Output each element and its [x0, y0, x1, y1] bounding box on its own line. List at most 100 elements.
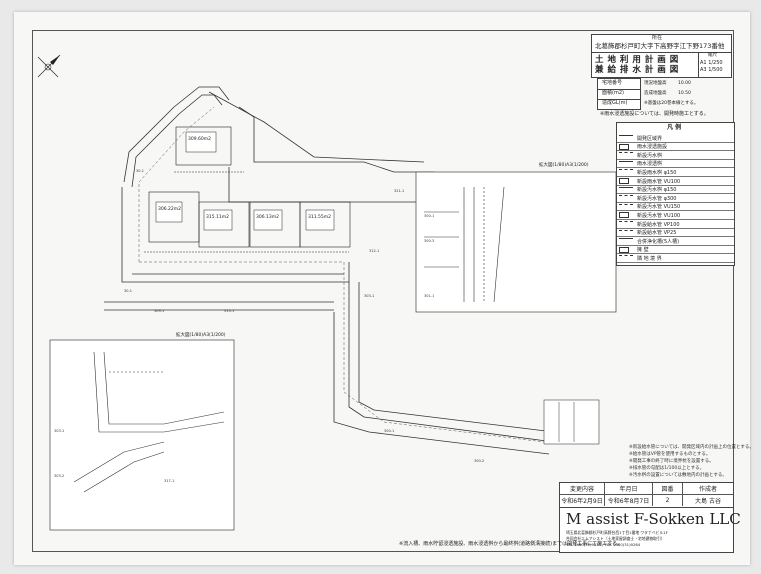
scale-a3: A3 1/500: [700, 67, 723, 73]
legend-symbol-icon: [619, 169, 633, 174]
legend-item: 新設汚水管 φ300: [617, 193, 734, 203]
legend-item-label: 合併浄化槽(5人槽): [637, 238, 680, 245]
legend-item-label: 隣 地 境 界: [637, 255, 662, 262]
lot-number-label: 宅地番号: [602, 80, 623, 86]
legend-item: 新設汚水管 VU150: [617, 202, 734, 212]
company-address-2: 合同会社エムアシスト（土地家屋調査士・宅地建物取引）: [566, 536, 665, 541]
legend-item-label: 新設汚水桝 φ150: [637, 187, 677, 194]
company-tel: TEL 0480(31)9255 / FAX 0480(31)9264: [566, 542, 641, 547]
rev-header-author: 作成者: [698, 486, 717, 493]
legend-item: 新設雨水管 VU100: [617, 176, 734, 186]
legend-item: 新設雨水桝 φ150: [617, 167, 734, 177]
location-text: 北葛飾郡杉戸町大字下高野字江下野173番他: [595, 42, 725, 50]
rev-header-no: 図番: [653, 483, 683, 494]
finish-gl-label: 造成地盤高: [644, 91, 667, 96]
rev-header-date: 年月日: [605, 483, 653, 494]
remark-line: ※開発工事の終了時に境界杭を設置する。: [629, 459, 714, 464]
legend-item: 隣 地 境 界: [617, 253, 734, 263]
legend-item-label: 擁 壁: [637, 247, 649, 254]
legend-item-label: 新設汚水管 VU100: [637, 212, 681, 219]
legend-item: 新設汚水桝 φ150: [617, 185, 734, 195]
area-label: 面積(m2): [602, 90, 624, 96]
left-inset-label: 拡大図(1/80)A3(1/200): [176, 333, 226, 338]
company-block: M assist F-Sokken LLC 埼玉県北葛飾郡杉戸町高野台西1丁目1…: [559, 507, 741, 553]
legend-symbol-icon: [619, 203, 633, 209]
site-plan-drawing: 30-1 30-1 309-1 313-1 303-1 300-1 300-2 …: [37, 54, 617, 531]
svg-text:321-1: 321-1: [394, 189, 404, 193]
legend-item-label: 新設汚水桝: [637, 152, 663, 159]
legend-symbol-icon: [619, 246, 629, 253]
svg-text:313-1: 313-1: [224, 309, 234, 313]
legend-item-label: 新設汚水管 φ300: [637, 195, 677, 202]
svg-text:301-1: 301-1: [424, 294, 434, 298]
rev-sheet-no: 2: [653, 495, 683, 506]
scale-header: 縮尺: [708, 53, 717, 58]
svg-text:303-1: 303-1: [364, 294, 374, 298]
lot-5-area: 311.55m2: [308, 215, 331, 220]
company-name: M assist F-Sokken LLC: [566, 510, 741, 528]
legend-symbol-icon: [619, 135, 633, 140]
svg-text:303-2: 303-2: [54, 474, 64, 478]
svg-text:312-1: 312-1: [369, 249, 379, 253]
rev-created-date: 令和6年2月9日: [560, 495, 605, 506]
legend-symbol-icon: [619, 229, 633, 235]
drawing-frame: [32, 30, 734, 552]
lot-2-area: 306.22m2: [158, 207, 181, 212]
north-arrow-icon: [37, 54, 61, 78]
svg-text:300-1: 300-1: [384, 429, 394, 433]
legend-item-label: 新設給水管 VP100: [637, 221, 680, 228]
legend-symbol-icon: [619, 178, 629, 184]
legend-symbol-icon: [619, 152, 633, 157]
legend-symbol-icon: [619, 195, 633, 200]
legend-item-label: 雨水浸透施設: [637, 144, 668, 151]
current-gl-value: 10.00: [678, 81, 691, 86]
legend-symbol-icon: [619, 212, 629, 219]
remark-line: ※排水管の勾配は1/100以上とする。: [629, 466, 705, 471]
remark-line: ※汚水桝の設置については敷地内の計画とする。: [629, 473, 727, 478]
company-address-1: 埼玉県北葛飾郡杉戸町高野台西1丁目1番地 ワタナベビル1F: [566, 530, 668, 535]
legend-item: 新設汚水桝: [617, 150, 734, 160]
footnote: ※流入槽、雨水貯留浸透施設、雨水浸透桝から最終桝(道路側溝接続)までは開発工事に…: [399, 541, 623, 547]
remark-line: ※新設給水管については、開発区域内の計画上の位置とする。: [629, 445, 754, 450]
svg-text:300-3: 300-3: [424, 239, 434, 243]
legend-item: 開発区域界: [617, 133, 734, 143]
right-inset-label: 拡大図(1/80)A3(1/200): [539, 163, 589, 168]
svg-text:309-1: 309-1: [154, 309, 164, 313]
legend-item-label: 新設給水管 VP25: [637, 230, 677, 237]
svg-text:30-1: 30-1: [124, 289, 132, 293]
legend-item: 新設給水管 VP100: [617, 219, 734, 229]
svg-text:300-2: 300-2: [474, 459, 484, 463]
legend-item: 擁 壁: [617, 245, 734, 255]
drawing-title-1: 土 地 利 用 計 画 図: [595, 55, 679, 65]
rev-header-content: 変更内容: [560, 483, 605, 494]
legend-item: 雨水浸透施設: [617, 142, 734, 152]
svg-text:303-1: 303-1: [54, 429, 64, 433]
legend-item: 合併浄化槽(5人槽): [617, 236, 734, 246]
drawing-title-2: 兼 給 排 水 計 画 図: [595, 65, 679, 75]
legend-box: 凡 例 開発区域界雨水浸透施設新設汚水桝雨水浸透桝新設雨水桝 φ150 新設雨水管…: [616, 122, 735, 266]
legend-item: 雨水浸透桝: [617, 159, 734, 169]
legend-symbol-icon: [619, 143, 629, 150]
title-block: 所在 北葛飾郡杉戸町大字下高野字江下野173番他 土 地 利 用 計 画 図 兼…: [591, 34, 732, 78]
legend-item-label: 雨水浸透桝: [637, 161, 663, 168]
rev-authors: 大島 古谷: [695, 498, 721, 505]
lot-3-area: 315.11m2: [206, 215, 229, 220]
legend-title: 凡 例: [667, 124, 682, 131]
rain-note: ※雨水浸透施設については、開発時施工とする。: [600, 111, 709, 117]
current-gl-label: 現況地盤高: [644, 81, 667, 86]
remark-line: ※給水管はVP管を使用するものとする。: [629, 452, 711, 457]
lot-4-area: 306.13m2: [256, 215, 279, 220]
gl-label: 造成GL(m): [602, 100, 628, 106]
lot-info-table: 宅地番号 面積(m2) 造成GL(m): [597, 78, 641, 110]
rev-changed-date: 令和6年8月7日: [605, 495, 653, 506]
revision-table: 変更内容 年月日 図番 作成者 令和6年2月9日 令和6年8月7日 2 大島 古…: [559, 482, 734, 508]
title-block-header: 所在: [652, 35, 663, 41]
legend-item-label: 新設雨水管 VU100: [637, 178, 681, 185]
legend-symbol-icon: [619, 238, 633, 243]
legend-item-label: 新設汚水管 VU150: [637, 204, 681, 211]
svg-text:30-1: 30-1: [136, 169, 144, 173]
legend-symbol-icon: [619, 186, 633, 192]
drawing-sheet: 30-1 30-1 309-1 313-1 303-1 300-1 300-2 …: [14, 12, 754, 565]
legend-item-label: 新設雨水桝 φ150: [637, 169, 677, 176]
legend-symbol-icon: [619, 221, 633, 226]
